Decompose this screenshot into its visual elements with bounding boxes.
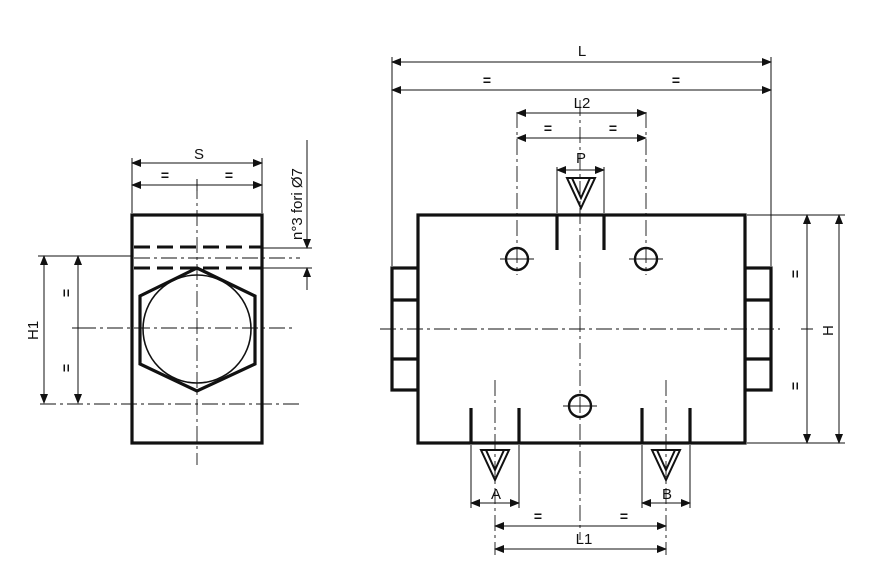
s-half-eq-right: =: [225, 167, 233, 183]
l-half-eq-right: =: [672, 72, 680, 88]
port-p-label: P: [576, 150, 586, 167]
port-a-arrow: A: [479, 449, 511, 503]
l1-half-eq-left: =: [534, 508, 542, 524]
s-label: S: [194, 146, 204, 163]
h-eq-top: =: [787, 270, 803, 278]
l-half-eq-left: =: [483, 72, 491, 88]
front-view: P A B L = = L2 = = = = L1: [380, 43, 845, 555]
h1-eq-bottom: =: [58, 364, 74, 372]
h1-label: H1: [25, 321, 42, 340]
l2-half-eq-right: =: [609, 120, 617, 136]
port-b-arrow: B: [650, 449, 682, 503]
l1-label: L1: [576, 531, 593, 548]
port-a-label: A: [491, 486, 501, 503]
l2-label: L2: [574, 95, 591, 112]
h-label: H: [820, 325, 837, 336]
port-b-label: B: [662, 486, 672, 503]
l1-half-eq-right: =: [620, 508, 628, 524]
hole-callout-label: n°3 fori Ø7: [289, 168, 306, 240]
l-label: L: [578, 43, 586, 60]
l2-half-eq-left: =: [544, 120, 552, 136]
h-eq-bottom: =: [787, 382, 803, 390]
h1-eq-top: =: [58, 289, 74, 297]
side-view: S = = n°3 fori Ø7 H1 = =: [25, 140, 312, 465]
s-half-eq-left: =: [161, 167, 169, 183]
hexagon-outline: [138, 266, 257, 393]
port-p-arrow: P: [565, 150, 597, 211]
